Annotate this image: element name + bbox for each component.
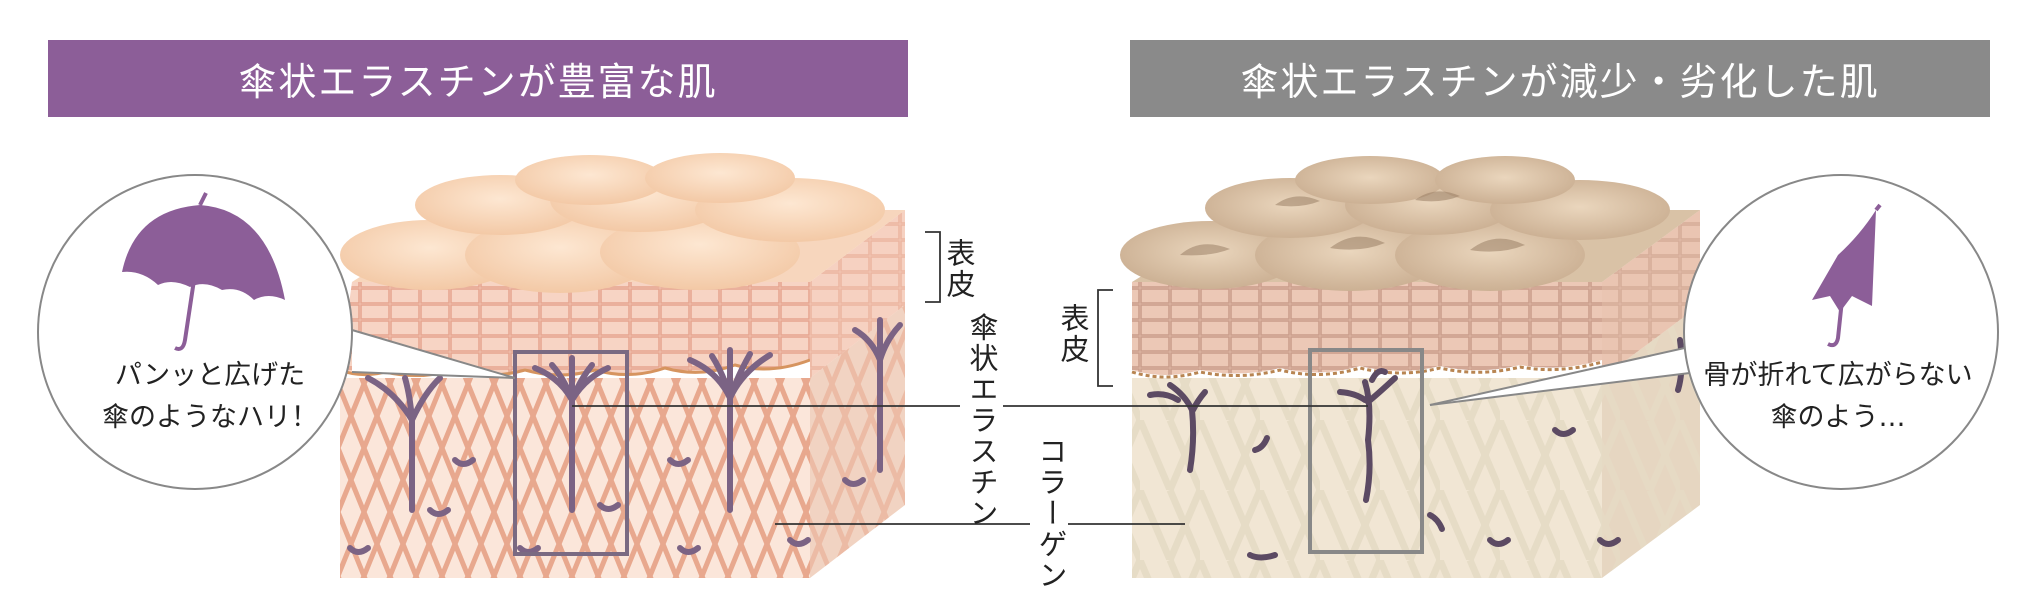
epidermis-bracket-left xyxy=(925,231,941,303)
aged-callout-line2: 傘のよう… xyxy=(1770,402,1906,433)
aged-elastin-fibers xyxy=(1147,337,1685,561)
aged-skin-title: 傘状エラスチンが減少・劣化した肌 xyxy=(1240,60,1880,104)
aged-elastin-highlight-box xyxy=(1308,348,1424,554)
healthy-callout-bubble xyxy=(37,174,516,490)
aged-callout-text: 骨が折れて広がらない 傘のよう… xyxy=(1688,355,1988,439)
healthy-elastin-fibers xyxy=(365,317,903,513)
healthy-callout-text: パンッと広げた 傘のようなハリ！ xyxy=(70,355,350,439)
aged-skin-block xyxy=(1120,156,1700,578)
healthy-elastin-highlight-box xyxy=(513,350,629,556)
healthy-epidermis xyxy=(340,282,810,376)
aged-callout-bubble xyxy=(1429,174,1999,490)
broken-umbrella-icon xyxy=(1812,203,1882,348)
healthy-callout-line2: 傘のようなハリ！ xyxy=(102,402,318,433)
epidermis-label-right: 表皮 xyxy=(1056,303,1090,365)
open-umbrella-icon xyxy=(122,192,285,351)
epidermis-bracket-right xyxy=(1097,289,1113,387)
healthy-callout-line1: パンッと広げた xyxy=(114,360,306,391)
collagen-label: コラーゲン xyxy=(1034,436,1068,591)
annotation-lines xyxy=(572,231,1368,525)
healthy-skin-block xyxy=(339,153,905,578)
aged-callout-line1: 骨が折れて広がらない xyxy=(1703,360,1973,391)
aged-epidermis xyxy=(1132,282,1602,375)
aged-skin-banner: 傘状エラスチンが減少・劣化した肌 xyxy=(1130,40,1990,117)
healthy-skin-title: 傘状エラスチンが豊富な肌 xyxy=(238,60,718,104)
epidermis-label-left: 表皮 xyxy=(942,238,976,300)
healthy-skin-banner: 傘状エラスチンが豊富な肌 xyxy=(48,40,908,117)
umbrella-elastin-label: 傘状エラスチン xyxy=(965,312,999,529)
